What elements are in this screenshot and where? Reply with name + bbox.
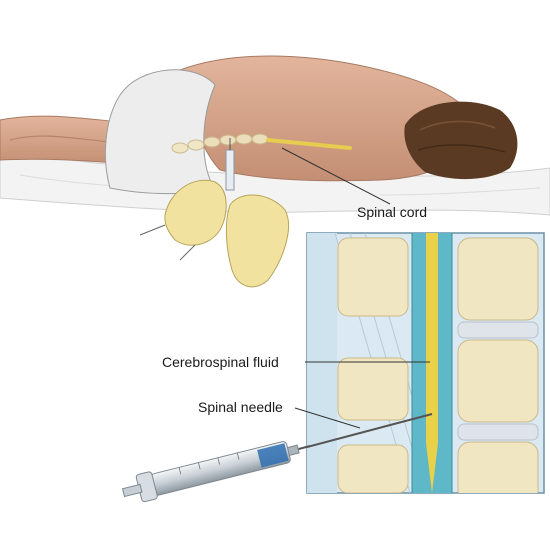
label-spinal-needle: Spinal needle — [198, 399, 283, 415]
large-syringe — [121, 441, 311, 503]
vertebral-body-3 — [457, 441, 539, 493]
patient-hair — [404, 101, 518, 180]
vertebral-body-2 — [457, 339, 539, 423]
vertebra-left-2 — [337, 357, 409, 421]
vertebral-body-1 — [457, 237, 539, 321]
right-glove — [225, 194, 290, 288]
vertebra-left-3 — [337, 444, 409, 493]
label-spinal-cord: Spinal cord — [357, 204, 427, 220]
syringe-at-back — [225, 138, 235, 191]
spinal-needle-inset — [307, 413, 433, 448]
needle-leader — [294, 407, 361, 429]
underwear — [104, 69, 216, 195]
lumbar-vertebrae — [171, 133, 352, 154]
spinal-cord-leader — [281, 147, 391, 205]
vertebra-left-1 — [337, 237, 409, 317]
spinal-cord-inset — [426, 233, 438, 443]
spine-cross-section-panel — [306, 232, 545, 494]
left-glove — [164, 179, 227, 246]
disc-2 — [457, 423, 539, 441]
disc-1 — [457, 321, 539, 339]
label-cerebrospinal-fluid: Cerebrospinal fluid — [162, 354, 279, 370]
